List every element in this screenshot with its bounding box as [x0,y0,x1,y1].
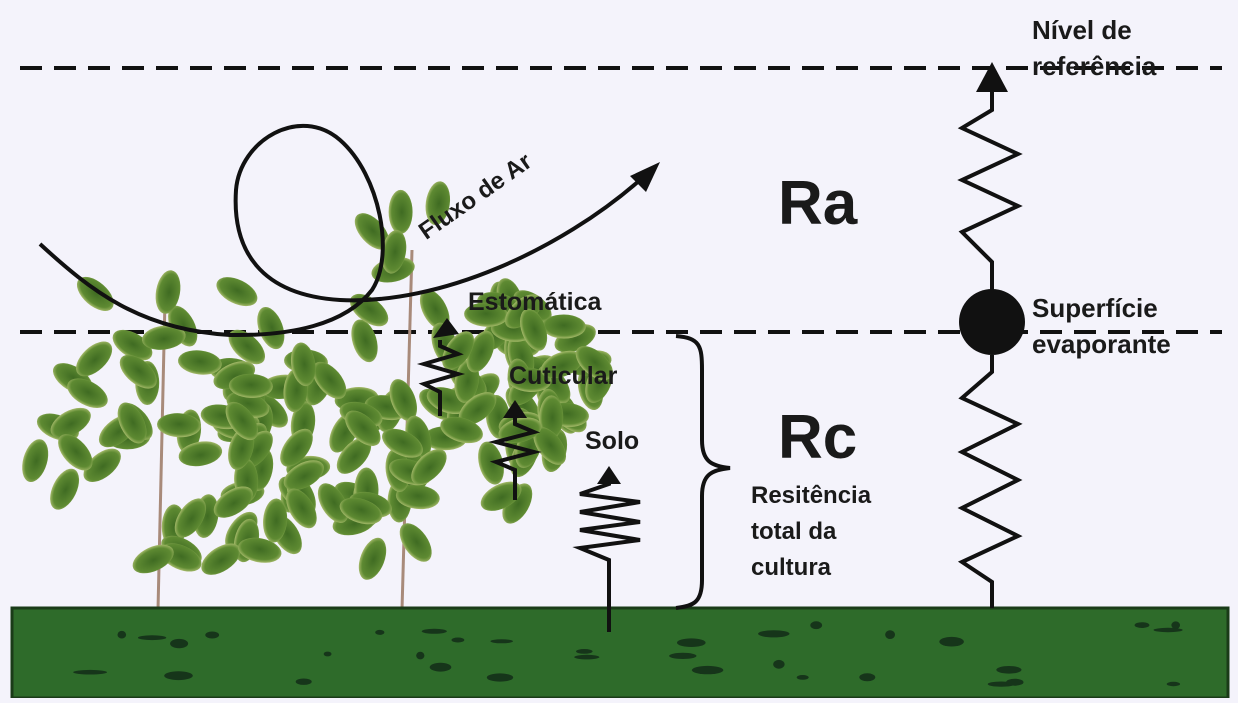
ground-speck [885,630,895,639]
ground-speck [939,637,964,647]
surface-line-1: Superfície [1032,290,1232,326]
surface-line-2: evaporante [1032,326,1232,362]
ground-speck [73,670,107,675]
soil-arrowhead [597,466,621,484]
surface-node [959,289,1025,355]
soil-label: Solo [585,427,639,456]
ground-speck [810,621,822,629]
ground-speck [487,673,513,681]
ground-speck [758,630,789,637]
rc-resistor [962,355,1018,608]
ground [12,608,1228,698]
ground-speck [118,631,127,639]
leaf [44,464,85,514]
ground-speck [422,629,447,634]
ground-speck [773,660,784,669]
ground-speck [576,649,593,654]
reference-level-label: Nível de referência [1032,12,1232,84]
cuticular-label: Cuticular [509,362,617,391]
total-resistance-label: Resitência total da cultura [751,478,871,586]
ground-speck [692,666,723,674]
ground-speck [164,671,193,680]
total-resistance-line-3: cultura [751,550,871,586]
plant-foliage [18,180,619,610]
leaf [353,534,391,584]
ground-speck [490,639,513,643]
reference-level-line-2: referência [1032,48,1232,84]
rc-brace [676,336,730,608]
ra-label: Ra [778,168,857,239]
ground-speck [452,638,465,643]
leaf [542,314,586,339]
rc-label: Rc [778,402,857,473]
ground-speck [669,653,696,659]
leaf [389,190,413,234]
ground-speck [859,673,875,681]
ground-speck [1167,682,1180,686]
ground-speck [574,655,599,660]
air-flow-arrowhead [630,162,660,192]
ground-speck [1006,679,1023,686]
ground-speck [324,652,332,657]
evaporating-surface-label: Superfície evaporante [1032,290,1232,362]
total-resistance-line-1: Resitência [751,478,871,514]
ground-speck [170,639,188,648]
ground-speck [296,679,312,685]
ground-speck [430,663,452,672]
ground-speck [416,652,424,660]
ground-speck [138,635,166,640]
stomatal-label: Estomática [468,288,601,317]
ground-speck [797,675,809,680]
leaf [393,518,438,568]
ground-speck [996,666,1021,674]
leaf [212,271,262,312]
ground-speck [1154,628,1183,632]
ground-speck [677,638,706,647]
ground-speck [1135,622,1150,628]
leaf [18,436,53,485]
ground-speck [205,632,219,639]
ground-speck [375,630,384,635]
ra-resistor [962,88,1018,298]
total-resistance-line-2: total da [751,514,871,550]
reference-level-line-1: Nível de [1032,12,1232,48]
